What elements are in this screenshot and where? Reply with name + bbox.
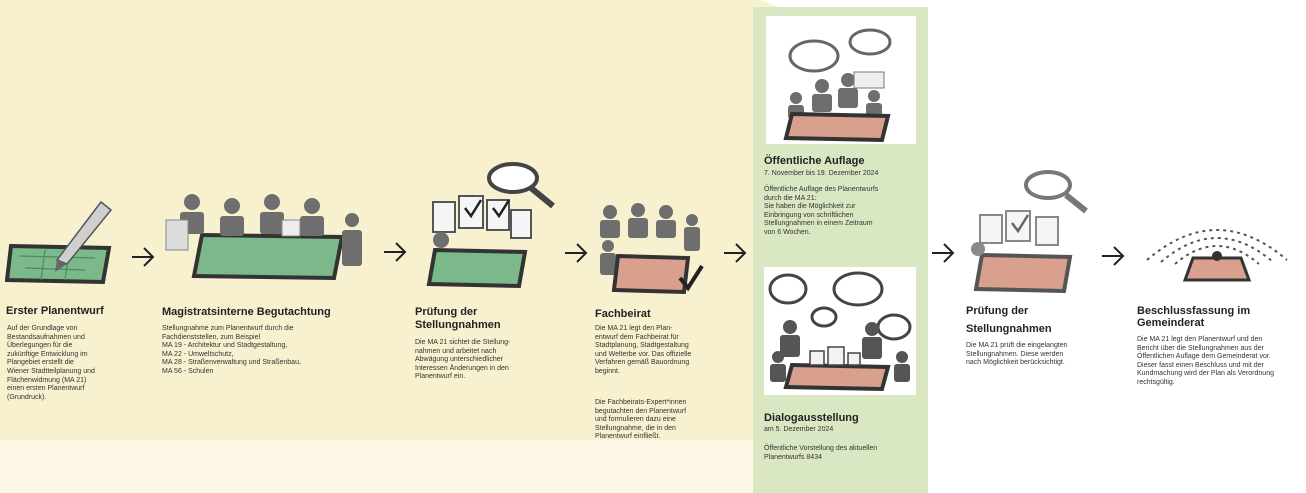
- step-3-title-line-1: Prüfung der: [415, 306, 478, 318]
- arrow-right-icon: [1102, 246, 1125, 266]
- arrow-right-icon: [932, 243, 955, 263]
- step-1-title: Erster Planentwurf: [6, 305, 104, 317]
- dialogue-exhibition-icon: [764, 267, 916, 395]
- step-2-title: Magistratsinterne Begutachtung: [162, 306, 331, 318]
- step-8-title-line-1: Beschlussfassung im: [1137, 305, 1251, 317]
- step-6-date: am 5. Dezember 2024: [764, 426, 834, 433]
- council-session-icon: [1146, 229, 1288, 282]
- advisory-board-icon: [600, 203, 704, 295]
- step-1-text: Auf der Grundlage von Bestandsaufnahmen …: [7, 325, 95, 401]
- public-display-icon: [766, 16, 916, 144]
- step-3-title-line-2: Stellungnahmen: [415, 319, 501, 331]
- step-4-text: Die MA 21 legt den Plan- entwurf dem Fac…: [595, 325, 692, 375]
- step-7-title-line-1: Prüfung der: [966, 305, 1029, 317]
- step-2-text: Stellungnahme zum Planentwurf durch die …: [162, 325, 301, 375]
- arrow-right-icon: [565, 243, 588, 263]
- step-8-text: Die MA 21 legt den Planentwurf und den B…: [1137, 336, 1274, 386]
- arrow-right-icon: [132, 247, 155, 267]
- pencil-on-map-icon: [5, 200, 113, 285]
- step-4-text-2: Die Fachbeirats-Expert*innen begutachten…: [595, 399, 687, 441]
- documents-review-icon: [971, 170, 1088, 293]
- step-6-text: Öffentliche Vorstellung des aktuellen Pl…: [764, 445, 878, 461]
- step-5-text: Öffentliche Auflage des Planentwurfs dur…: [764, 186, 879, 236]
- step-6-title: Dialogausstellung: [764, 412, 859, 424]
- step-5-date: 7. November bis 19. Dezember 2024: [764, 170, 879, 177]
- arrow-right-icon: [724, 243, 747, 263]
- documents-magnifier-icon: [426, 162, 555, 289]
- step-8-title-line-2: Gemeinderat: [1137, 317, 1205, 329]
- step-3-text: Die MA 21 sichtet die Stellung- nahmen u…: [415, 339, 511, 381]
- step-7-title-line-2: Stellungnahmen: [966, 323, 1052, 335]
- step-7-text: Die MA 21 prüft die eingelangten Stellun…: [966, 342, 1068, 367]
- officials-at-map-icon: [165, 194, 362, 280]
- arrow-right-icon: [384, 242, 407, 262]
- step-4-title: Fachbeirat: [595, 308, 651, 320]
- step-5-title: Öffentliche Auflage: [764, 155, 865, 167]
